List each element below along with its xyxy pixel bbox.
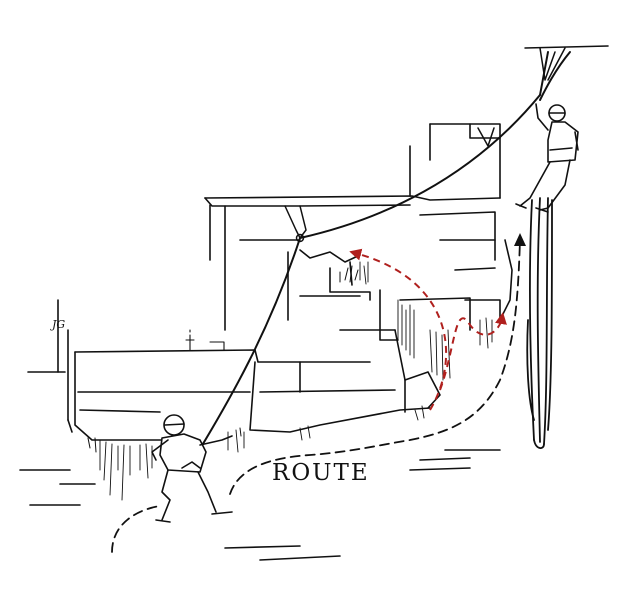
small-ledge-figure bbox=[185, 329, 225, 351]
rappelling-climber bbox=[515, 103, 579, 213]
anchor-sling-middle bbox=[477, 127, 495, 147]
traverse-rope bbox=[191, 51, 571, 463]
anchor-sling-left bbox=[284, 205, 307, 239]
route-arrow-right bbox=[439, 312, 507, 391]
hanging-rope-coils bbox=[526, 197, 553, 449]
route-arrow-left bbox=[349, 248, 448, 411]
top-anchor-bar bbox=[524, 45, 609, 49]
rock-face bbox=[19, 123, 513, 561]
anchor-slings bbox=[284, 45, 609, 243]
top-anchor-slings bbox=[539, 47, 566, 81]
route-arrows bbox=[349, 248, 507, 411]
artist-signature: JG bbox=[50, 318, 65, 331]
grass-tufts bbox=[87, 265, 359, 453]
route-label: ROUTE bbox=[272, 460, 370, 486]
belayer-climber bbox=[151, 414, 233, 523]
rock-shading bbox=[99, 261, 493, 501]
anchor-carabiner-left bbox=[295, 233, 305, 243]
route-path bbox=[111, 239, 521, 553]
route-arrowhead bbox=[514, 233, 526, 246]
